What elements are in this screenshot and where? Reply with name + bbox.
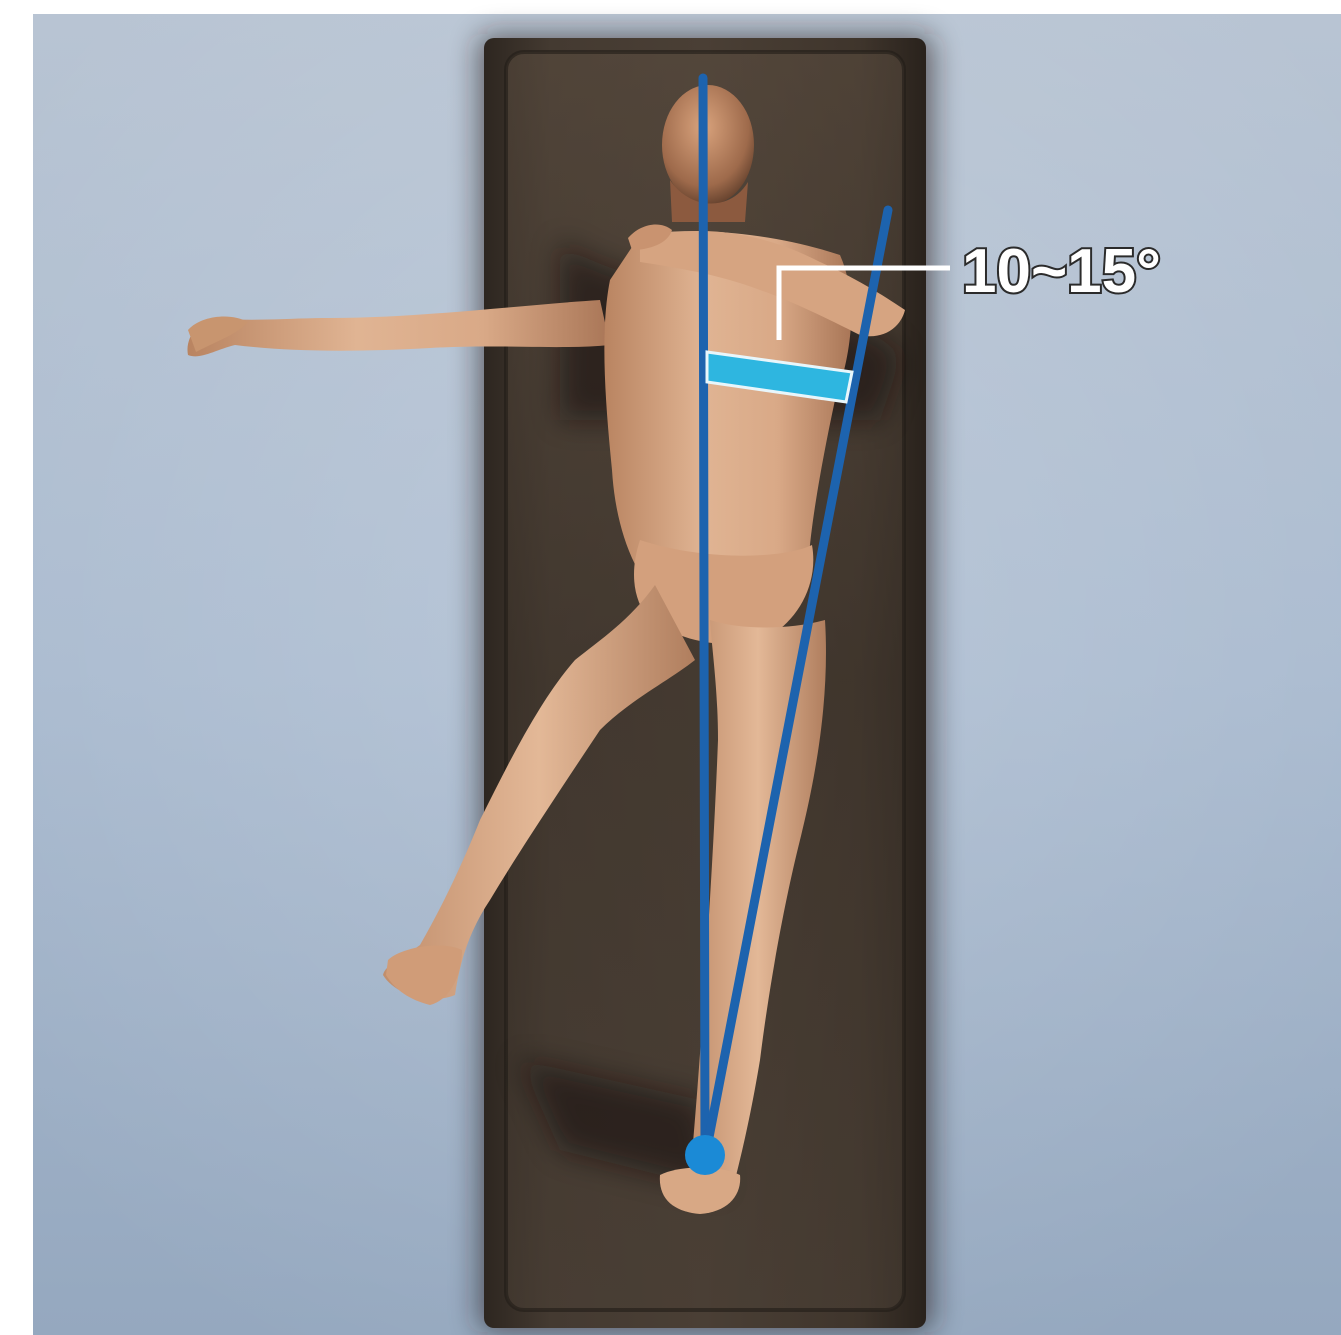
head	[662, 85, 754, 205]
pivot-point	[685, 1135, 725, 1175]
angle-label: 10~15°	[962, 237, 1161, 306]
body-midline	[703, 78, 705, 1158]
